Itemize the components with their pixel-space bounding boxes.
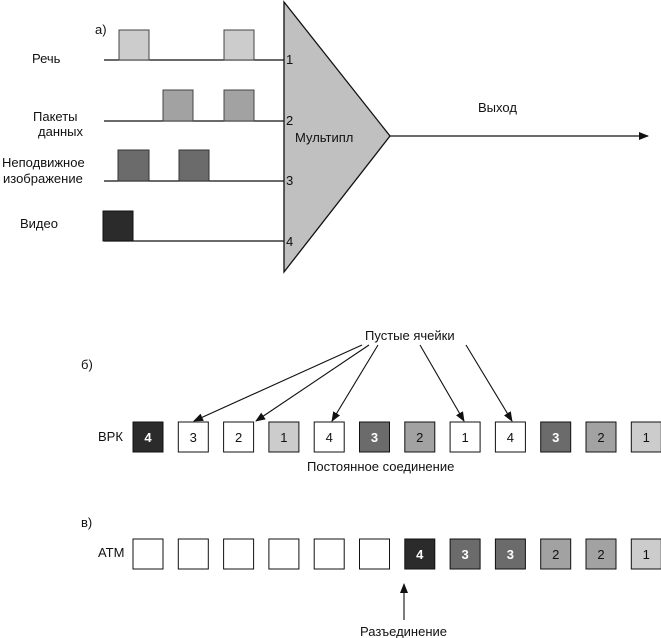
cell-number: 3	[507, 547, 514, 562]
cell-speech	[630, 538, 661, 570]
permanent-connection-caption: Постоянное соединение	[307, 459, 454, 474]
cell-image	[359, 421, 390, 453]
cell-empty	[313, 421, 345, 453]
cell-number: 3	[461, 547, 468, 562]
speech-packet	[118, 29, 150, 61]
input-image-label-line1: Неподвижное	[2, 155, 85, 170]
cell-speech	[268, 421, 300, 453]
cell-data	[404, 421, 436, 453]
cell-number: 2	[416, 430, 423, 445]
disconnection-caption: Разъединение	[360, 624, 447, 638]
cell-empty	[177, 421, 209, 453]
speech-packet	[223, 29, 255, 61]
cell-number: 1	[461, 430, 468, 445]
cell-video	[404, 538, 436, 570]
cell-number: 1	[280, 430, 287, 445]
cell-image	[449, 538, 481, 570]
multiplexer-label: Мультипл	[295, 130, 353, 145]
empty-cell-arrow	[331, 344, 379, 422]
port-2-number: 2	[286, 113, 293, 128]
cell-video	[132, 421, 164, 453]
empty-cell-arrow	[419, 344, 465, 422]
image-packet	[178, 149, 210, 182]
cell-number: 4	[144, 430, 152, 445]
cell-data	[585, 538, 617, 570]
cell-number: 4	[416, 547, 424, 562]
cell-number: 4	[326, 430, 333, 445]
port-1-number: 1	[286, 52, 293, 67]
vrk-row-label: ВРК	[98, 429, 123, 444]
input-image-label-line2: изображение	[3, 171, 83, 186]
part-b-label: б)	[81, 357, 93, 372]
cell-image	[540, 421, 572, 453]
cell-number: 1	[643, 430, 650, 445]
cell-empty	[177, 538, 209, 570]
vrk-cell-row: 4 3 2 1 4 3 2 1 4 3 2 1	[132, 421, 661, 453]
input-video-label: Видео	[20, 216, 58, 231]
cell-data	[585, 421, 617, 453]
cell-number: 3	[552, 430, 559, 445]
input-data-label-line2: данных	[38, 124, 84, 139]
empty-cell-arrow	[255, 344, 370, 422]
cell-number: 4	[507, 430, 514, 445]
image-packet	[117, 149, 150, 182]
part-c-label: в)	[81, 515, 92, 530]
cell-number: 2	[597, 547, 604, 562]
cell-empty	[359, 538, 390, 570]
cell-data	[540, 538, 572, 570]
multiplexer-triangle	[283, 0, 391, 274]
atm-row-label: АТМ	[98, 545, 124, 560]
cell-number: 3	[371, 430, 378, 445]
cell-image	[494, 538, 526, 570]
port-4-number: 4	[286, 234, 293, 249]
cell-speech	[630, 421, 661, 453]
data-packet	[223, 89, 255, 122]
empty-cell-arrow	[193, 344, 363, 422]
cell-empty	[223, 421, 255, 453]
cell-empty	[223, 538, 255, 570]
cell-empty	[132, 538, 164, 570]
cell-empty	[268, 538, 300, 570]
input-data-label-line1: Пакеты	[33, 109, 78, 124]
cell-number: 2	[235, 430, 242, 445]
input-speech-label: Речь	[32, 51, 61, 66]
part-a-label: а)	[95, 22, 107, 37]
empty-cell-arrow	[465, 344, 513, 422]
cell-number: 2	[597, 430, 604, 445]
cell-number: 3	[190, 430, 197, 445]
cell-empty	[449, 421, 481, 453]
data-packet	[162, 89, 194, 122]
video-packet	[102, 210, 134, 242]
atm-cell-row: 4 3 3 2 2 1	[132, 538, 661, 570]
empty-cells-label: Пустые ячейки	[365, 328, 455, 343]
output-label: Выход	[478, 100, 517, 115]
cell-number: 1	[643, 547, 650, 562]
port-3-number: 3	[286, 173, 293, 188]
cell-empty	[494, 421, 526, 453]
cell-number: 2	[552, 547, 559, 562]
cell-empty	[313, 538, 345, 570]
